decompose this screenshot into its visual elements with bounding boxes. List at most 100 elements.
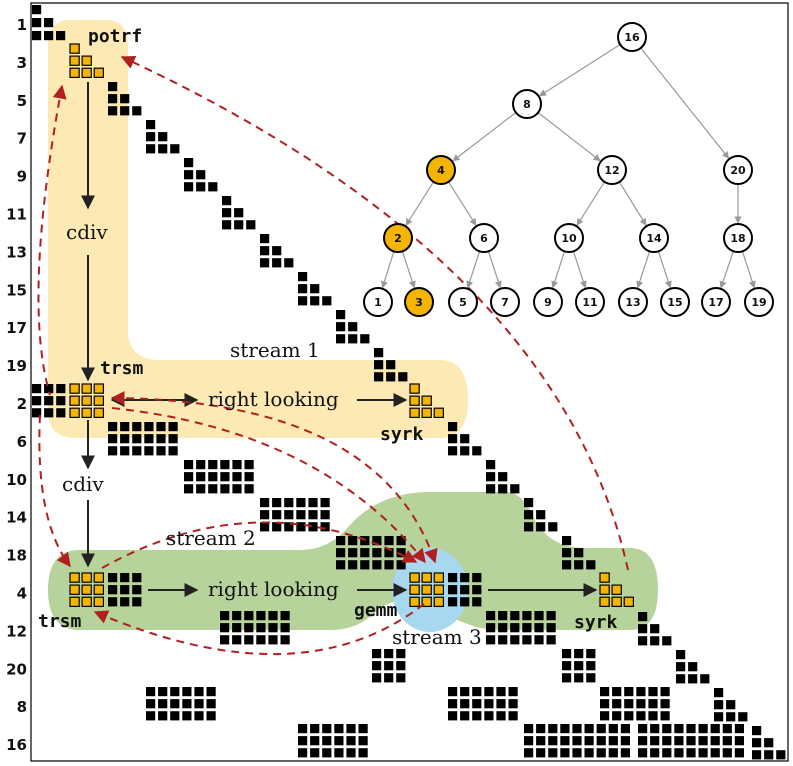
tree-edge [447, 181, 477, 226]
matrix-block [170, 699, 180, 709]
tree-edge [537, 112, 601, 162]
matrix-block [232, 460, 242, 470]
matrix-block [572, 724, 582, 734]
matrix-block [560, 736, 570, 746]
matrix-block [256, 611, 266, 621]
tree-node-label: 2 [394, 232, 402, 245]
matrix-block [710, 748, 720, 758]
dep-trsm1-to-gemm-b [111, 407, 426, 564]
matrix-block [638, 736, 648, 746]
matrix-block [409, 596, 420, 608]
matrix-block [158, 144, 168, 154]
matrix-block [496, 699, 506, 709]
right-looking-label-1: right looking [208, 387, 339, 411]
matrix-block [196, 170, 206, 180]
matrix-block [572, 736, 582, 746]
matrix-block [372, 560, 382, 570]
matrix-block [710, 724, 720, 734]
matrix-block [486, 460, 496, 470]
matrix-block [396, 560, 406, 570]
matrix-block [698, 736, 708, 746]
matrix-block [534, 635, 544, 645]
matrix-block [510, 635, 520, 645]
matrix-block [44, 384, 54, 394]
matrix-block [650, 636, 660, 646]
matrix-block [196, 460, 206, 470]
matrix-block [296, 498, 306, 508]
matrix-block [612, 711, 622, 721]
matrix-block [132, 434, 142, 444]
matrix-block [686, 748, 696, 758]
matrix-block [508, 699, 518, 709]
matrix-block [132, 446, 142, 456]
matrix-block [56, 384, 66, 394]
matrix-block [56, 408, 66, 418]
matrix-block [32, 5, 42, 15]
matrix-block [260, 522, 270, 532]
row-label: 12 [6, 622, 27, 640]
matrix-block [676, 650, 686, 660]
matrix-blocks [32, 5, 786, 760]
tree-edge [452, 112, 517, 162]
matrix-block [44, 18, 54, 28]
matrix-block [524, 748, 534, 758]
matrix-block [146, 711, 156, 721]
matrix-block [409, 572, 420, 583]
dep-trsm1-to-trsm2 [38, 414, 71, 568]
row-label: 8 [17, 698, 27, 716]
matrix-block [81, 407, 92, 419]
tree-node-label: 13 [625, 296, 640, 309]
matrix-block [81, 55, 92, 66]
matrix-block [409, 407, 420, 419]
matrix-block [120, 446, 130, 456]
matrix-block [752, 750, 762, 760]
matrix-block [421, 596, 432, 608]
matrix-block [612, 699, 622, 709]
matrix-block [120, 422, 130, 432]
tree-node-label: 10 [561, 232, 577, 245]
matrix-block [484, 711, 494, 721]
matrix-block [586, 560, 596, 570]
row-label: 7 [17, 130, 27, 148]
matrix-block [433, 407, 445, 419]
matrix-block [372, 661, 382, 671]
matrix-block [534, 611, 544, 621]
matrix-block [320, 498, 330, 508]
dep-trsm1-to-gemm-a [110, 391, 438, 564]
matrix-block [396, 673, 406, 683]
matrix-block [636, 699, 646, 709]
matrix-block [232, 472, 242, 482]
matrix-block [662, 736, 672, 746]
matrix-block [660, 711, 670, 721]
matrix-block [688, 662, 698, 672]
matrix-block [168, 422, 178, 432]
potrf-label: potrf [88, 26, 142, 47]
matrix-block [648, 699, 658, 709]
matrix-block [484, 699, 494, 709]
tree-node-label: 17 [708, 296, 723, 309]
matrix-block [32, 396, 42, 406]
matrix-block [522, 623, 532, 633]
matrix-block [472, 446, 482, 456]
matrix-block [536, 736, 546, 746]
tree-node [660, 287, 690, 317]
matrix-block [448, 573, 458, 583]
matrix-block [298, 736, 308, 746]
matrix-block [120, 573, 130, 583]
matrix-block [184, 460, 194, 470]
matrix-block [322, 748, 332, 758]
matrix-block [272, 498, 282, 508]
row-label: 4 [17, 585, 27, 603]
matrix-block [421, 572, 432, 583]
matrix-block [486, 623, 496, 633]
matrix-block [722, 736, 732, 746]
matrix-block [700, 674, 710, 684]
matrix-block [168, 446, 178, 456]
matrix-block [498, 635, 508, 645]
matrix-block [108, 597, 118, 607]
matrix-block [472, 585, 482, 595]
matrix-block [310, 284, 320, 294]
matrix-block [69, 43, 80, 54]
matrix-block [120, 106, 130, 116]
matrix-block [433, 584, 445, 595]
